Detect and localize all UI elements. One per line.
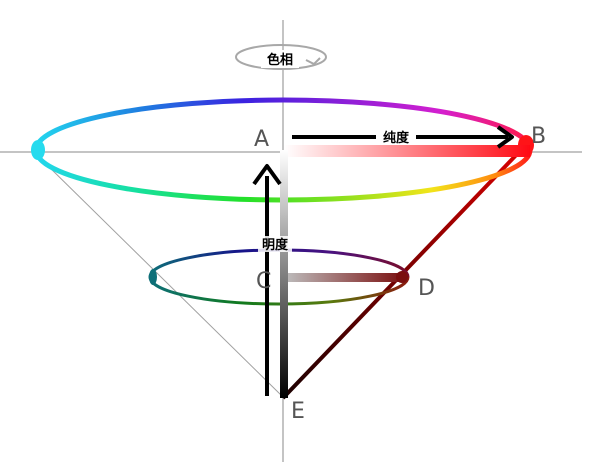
value-arrow-head (252, 164, 282, 186)
point-b-label: B (531, 124, 546, 149)
hue-rotation-arrowhead-icon (305, 57, 321, 66)
mid-ring-back (148, 248, 410, 278)
point-c-label: C (256, 269, 271, 294)
point-a-label: A (254, 127, 269, 152)
hue-rotation-icon (235, 44, 327, 70)
top-hue-ring-back (33, 97, 533, 151)
hue-label-bg (261, 50, 299, 68)
saturation-arrow-head (496, 125, 514, 149)
mid-ring-front (148, 276, 410, 306)
point-d-label: D (418, 276, 435, 301)
top-ring-left-cap (31, 140, 45, 160)
saturation-bar-top (284, 145, 530, 157)
cone-left-edge (41, 159, 284, 398)
mid-ring-left-cap (149, 269, 157, 285)
point-d-dot (396, 271, 408, 283)
point-e-label: E (291, 399, 305, 424)
value-label-bg (258, 236, 292, 252)
saturation-bar-mid (285, 273, 405, 282)
value-label: 明度 (262, 237, 289, 253)
value-axis-bar (280, 150, 288, 398)
saturation-label: 纯度 (383, 130, 410, 146)
hue-label: 色相 (267, 52, 293, 68)
